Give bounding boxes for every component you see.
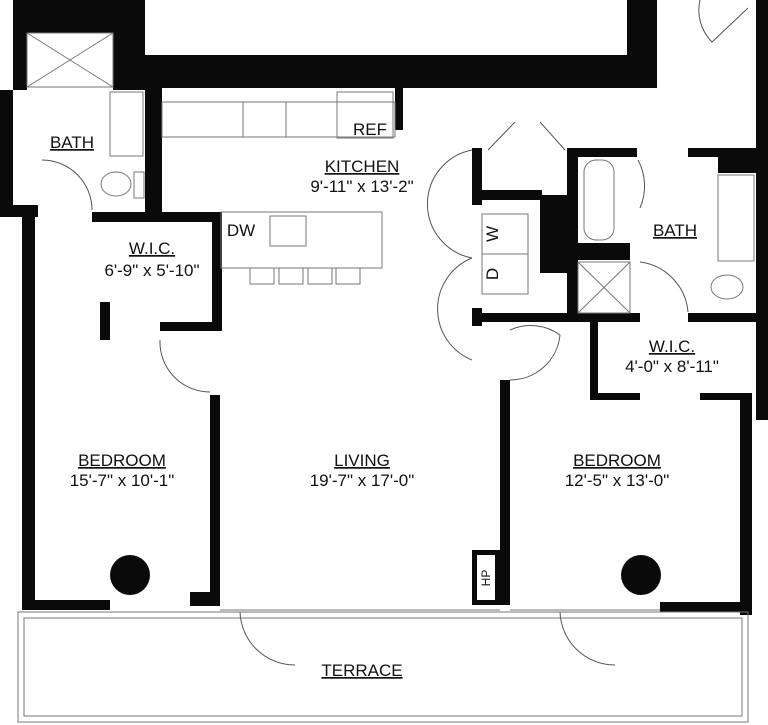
ref-label: REF xyxy=(353,120,387,139)
terrace-outline xyxy=(17,609,749,723)
bedroom-left-label: BEDROOM xyxy=(78,451,166,470)
wic-right-label: W.I.C. xyxy=(649,337,695,356)
kitchen-label: KITCHEN xyxy=(325,157,400,176)
dryer xyxy=(481,253,529,295)
kitchen-size: 9'-11" x 13'-2" xyxy=(310,177,413,196)
bath-right-label: BATH xyxy=(653,221,697,240)
terrace-label: TERRACE xyxy=(321,661,402,680)
vanity-right xyxy=(717,174,755,262)
bath-left-label: BATH xyxy=(50,133,94,152)
bedroom-left-size: 15'-7" x 10'-1" xyxy=(70,471,175,490)
vanity-left xyxy=(109,91,144,157)
hp-label: HP xyxy=(479,570,493,587)
shower-right xyxy=(577,261,631,314)
walls xyxy=(0,0,768,615)
toilet-left xyxy=(100,171,132,197)
dryer-label: D xyxy=(483,268,502,280)
wic-left-size: 6'-9" x 5'-10" xyxy=(104,261,199,280)
range xyxy=(242,101,287,138)
washer-label: W xyxy=(483,226,502,242)
living-label: LIVING xyxy=(334,451,390,470)
room-labels: BATH KITCHEN 9'-11" x 13'-2" W.I.C. 6'-9… xyxy=(50,133,719,680)
bedroom-right-size: 12'-5" x 13'-0" xyxy=(565,471,670,490)
bar-stools xyxy=(249,267,361,285)
column-right xyxy=(621,555,661,595)
living-size: 19'-7" x 17'-0" xyxy=(310,471,415,490)
shower-left xyxy=(26,32,114,88)
fixture-labels: REF DW W D HP xyxy=(227,120,502,586)
refrigerator xyxy=(336,91,394,139)
wic-left-label: W.I.C. xyxy=(129,239,175,258)
fixtures xyxy=(26,32,755,595)
doors xyxy=(41,0,749,666)
bathtub xyxy=(583,159,615,241)
wic-right-size: 4'-0" x 8'-11" xyxy=(625,357,719,376)
dw-label: DW xyxy=(227,221,255,240)
sink xyxy=(269,215,307,247)
toilet-right xyxy=(710,274,744,300)
column-left xyxy=(110,555,150,595)
bedroom-right-label: BEDROOM xyxy=(573,451,661,470)
